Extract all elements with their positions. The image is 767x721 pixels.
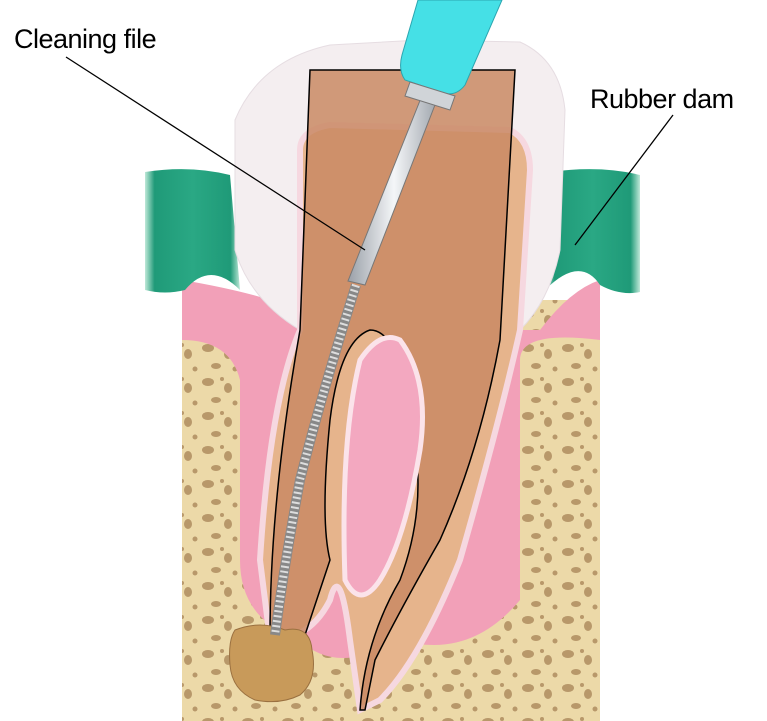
rubber-dam-label: Rubber dam	[590, 84, 734, 114]
root-septum	[341, 335, 425, 598]
cleaning-file-label: Cleaning file	[14, 24, 157, 54]
file-spiral	[271, 283, 360, 636]
file-collar	[404, 81, 456, 111]
rubber-dam-leader	[574, 114, 674, 246]
rubber-dam	[545, 169, 640, 294]
abscess	[229, 624, 314, 703]
cleaning-file-leader	[65, 56, 366, 251]
rubber-dam	[145, 169, 240, 293]
